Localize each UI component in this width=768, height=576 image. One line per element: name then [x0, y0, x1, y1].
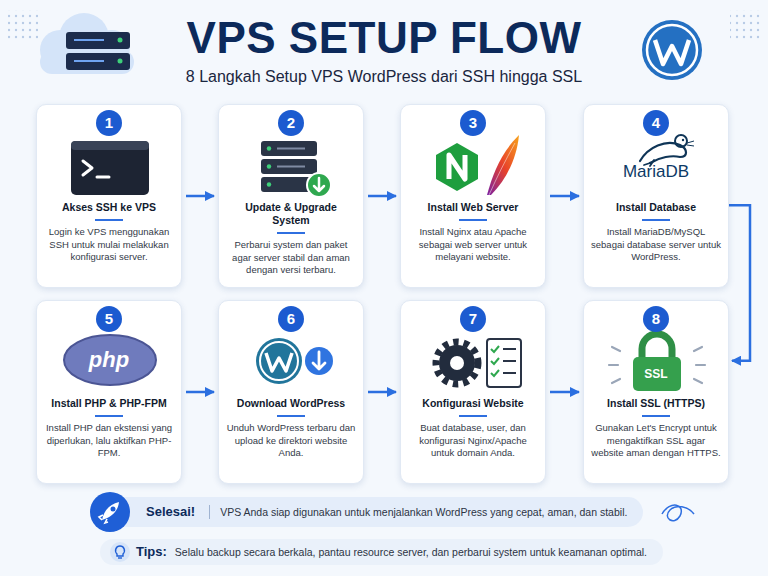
page-title: VPS SETUP FLOW [0, 12, 768, 64]
icon-graphic [261, 141, 331, 197]
flow-arrow [368, 195, 396, 198]
step-icon [110, 542, 130, 562]
icon-graphic [436, 339, 521, 387]
step-card: 1Akses SSH ke VPS Login ke VPS menggunaka… [36, 104, 182, 288]
flow-arrow [729, 205, 750, 361]
step-card: 2Update & Upgrade SystemPerbarui system … [218, 104, 364, 288]
step-card: 8SSL Install SSL (HTTPS) Gunakan Let's Enc… [583, 300, 729, 484]
step-heading: Install PHP & PHP-FPM [44, 397, 174, 417]
step-number: 5 [96, 306, 122, 332]
step-description: Selalu backup secara berkala, pantau res… [175, 545, 647, 559]
step-number: 2 [278, 110, 304, 136]
note-bar: Tips: Selalu backup secara berkala, panta… [100, 539, 663, 565]
flow-arrow [186, 391, 214, 394]
step-heading: Install SSL (HTTPS) [591, 397, 721, 417]
step-card: 7Konfigurasi WebsiteBuat database, user,… [400, 300, 546, 484]
step-icon [88, 490, 132, 534]
step-number: 7 [460, 306, 486, 332]
icon-graphic [436, 135, 519, 195]
icon-graphic [640, 135, 694, 166]
step-description: Perbarui system dan paket agar server st… [226, 239, 356, 277]
step-number: 8 [643, 306, 669, 332]
step-heading: Install Web Server [408, 201, 538, 221]
step-description: VPS Anda siap digunakan untuk menjalanka… [209, 505, 627, 519]
step-number: 6 [278, 306, 304, 332]
subtitle: 8 Langkah Setup VPS WordPress dari SSH h… [0, 67, 768, 87]
step-card: 5 phpInstall PHP & PHP-FPM Install PHP dan… [36, 300, 182, 484]
wordpress-logo [642, 20, 702, 80]
flow-arrow [186, 195, 214, 198]
step-card: 4MariaDB Install DatabaseInstall MariaDB/… [583, 104, 729, 288]
decorative-squiggle [662, 505, 694, 521]
step-heading: Install Database [591, 201, 721, 221]
flow-arrow [368, 391, 396, 394]
flow-arrow [550, 195, 579, 198]
icon-graphic [71, 141, 149, 195]
step-description: Gunakan Let's Encrypt untuk mengaktifkan… [591, 422, 721, 460]
step-description: Install Nginx atau Apache sebagai web se… [408, 226, 538, 264]
icon-graphic [609, 334, 705, 391]
step-heading: Download WordPress [226, 397, 356, 417]
step-heading: Tips: [136, 544, 167, 560]
step-description: Install PHP dan ekstensi yang diperlukan… [44, 422, 174, 460]
step-heading: Update & Upgrade System [226, 201, 356, 234]
step-description: Install MariaDB/MySQL sebagai database s… [591, 226, 721, 264]
step-card: 6Download WordPressUnduh WordPress terba… [218, 300, 364, 484]
icon-graphic [256, 338, 333, 384]
step-heading: Selesai! [146, 504, 195, 520]
dot-grid [8, 10, 38, 40]
logo-text: SSL [584, 367, 728, 381]
step-description: Unduh WordPress terbaru dan upload ke di… [226, 422, 356, 460]
step-number: 1 [96, 110, 122, 136]
dot-grid [730, 10, 760, 40]
step-number: 4 [643, 110, 669, 136]
step-description: Buat database, user, dan konfigurasi Ngi… [408, 422, 538, 460]
flow-arrow [550, 391, 579, 394]
cloud-server-icon [40, 13, 134, 74]
step-description: Login ke VPS menggunakan SSH untuk mulai… [44, 226, 174, 264]
step-card: 3Install Web ServerInstall Nginx atau Ap… [400, 104, 546, 288]
note-bar: Selesai! VPS Anda siap digunakan untuk me… [112, 497, 643, 527]
step-heading: Akses SSH ke VPS [44, 201, 174, 221]
logo-text: MariaDB [584, 162, 728, 182]
step-heading: Konfigurasi Website [408, 397, 538, 417]
logo-text: php [37, 347, 181, 373]
step-number: 3 [460, 110, 486, 136]
icon-graphic [90, 492, 130, 532]
icon-graphic [110, 542, 130, 562]
